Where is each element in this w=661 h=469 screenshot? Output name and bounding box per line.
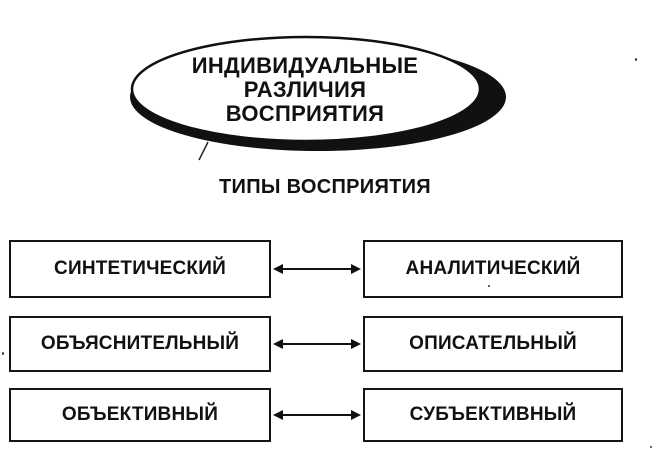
main-title-line-2: РАЗЛИЧИЯ bbox=[243, 77, 367, 102]
box-descriptive: ОПИСАТЕЛЬНЫЙ bbox=[363, 316, 623, 372]
scan-speck bbox=[2, 352, 4, 355]
double-arrow-3 bbox=[273, 410, 361, 420]
box-explanatory: ОБЪЯСНИТЕЛЬНЫЙ bbox=[9, 316, 271, 372]
box-subjective: СУБЪЕКТИВНЫЙ bbox=[363, 388, 623, 442]
ellipse-outline bbox=[130, 35, 482, 143]
main-title-line-3: ВОСПРИЯТИЯ bbox=[225, 101, 385, 126]
scan-mark bbox=[198, 141, 209, 161]
title-ellipse: ИНДИВИДУАЛЬНЫЕ РАЗЛИЧИЯ ВОСПРИЯТИЯ bbox=[128, 25, 508, 155]
main-title-line-1: ИНДИВИДУАЛЬНЫЕ bbox=[191, 53, 419, 78]
double-arrow-1 bbox=[273, 264, 361, 274]
scan-speck bbox=[635, 58, 637, 61]
section-subtitle: ТИПЫ ВОСПРИЯТИЯ bbox=[219, 176, 431, 198]
double-arrow-2 bbox=[273, 339, 361, 349]
ellipse-shape bbox=[130, 35, 506, 151]
box-analytic: АНАЛИТИЧЕСКИЙ bbox=[363, 240, 623, 298]
scan-speck bbox=[650, 446, 652, 448]
box-objective: ОБЪЕКТИВНЫЙ bbox=[9, 388, 271, 442]
box-synthetic: СИНТЕТИЧЕСКИЙ bbox=[9, 240, 271, 298]
main-title: ИНДИВИДУАЛЬНЫЕ РАЗЛИЧИЯ ВОСПРИЯТИЯ bbox=[140, 45, 470, 135]
scan-speck bbox=[488, 285, 490, 287]
